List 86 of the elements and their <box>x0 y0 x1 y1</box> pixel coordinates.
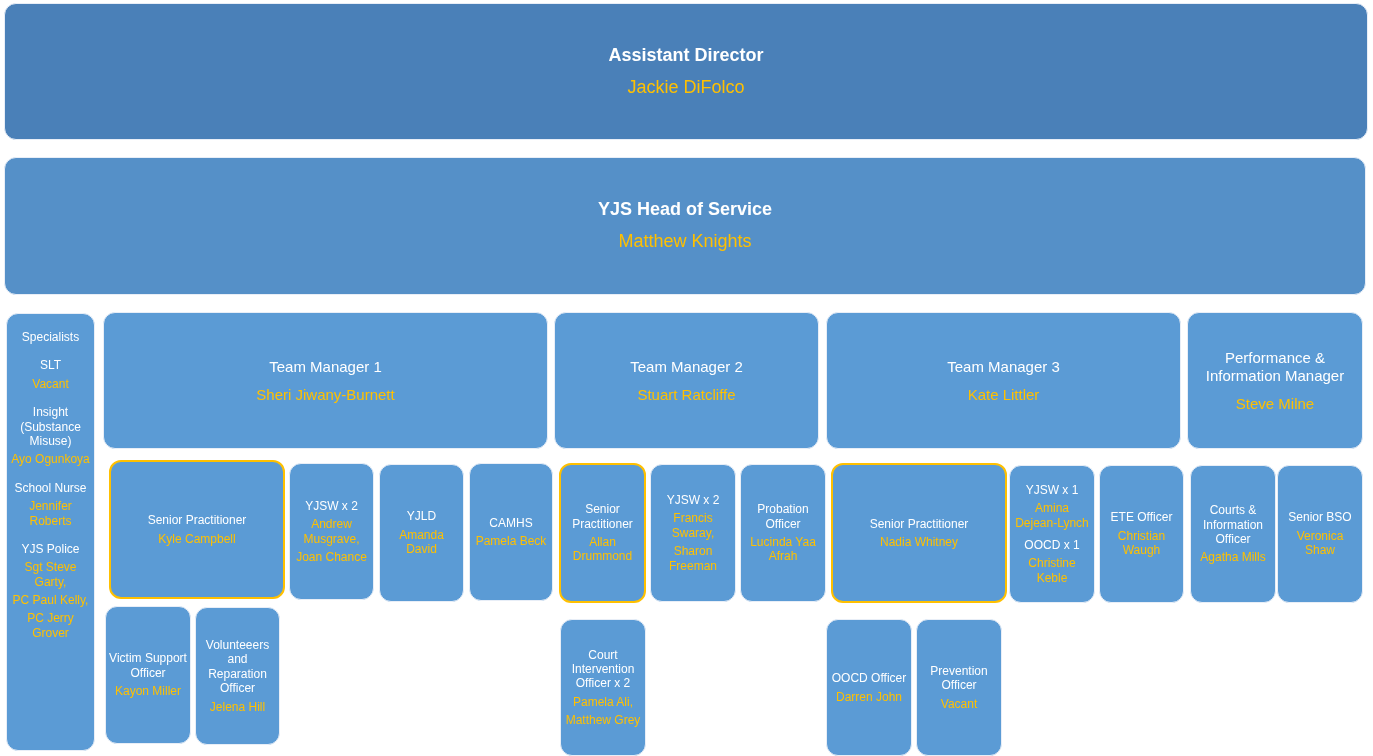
job-title: Assistant Director <box>608 44 764 67</box>
role-card <box>1099 465 1184 603</box>
role-card <box>740 464 826 602</box>
role-card <box>831 463 1007 603</box>
staff-name: Amina Dejean-Lynch <box>1014 501 1090 530</box>
role-card <box>560 619 646 756</box>
job-title: YJLD <box>406 509 437 524</box>
job-title: Court Intervention Officer x 2 <box>570 647 636 691</box>
staff-name: Kyle Campbell <box>158 531 236 546</box>
role-card <box>1277 465 1363 603</box>
job-title: YJS Head of Service <box>597 199 773 221</box>
role-card <box>1187 312 1363 449</box>
staff-name: Joan Chance <box>296 549 367 565</box>
staff-name: PC Paul Kelly, <box>12 593 89 608</box>
role-card <box>379 464 464 602</box>
job-title: Team Manager 1 <box>269 357 382 376</box>
role-card <box>469 463 553 601</box>
staff-name: Amanda David <box>398 527 445 557</box>
job-title: YJSW x 2 <box>666 493 720 508</box>
staff-name: Agatha Mills <box>1200 550 1266 565</box>
role-card <box>109 460 285 599</box>
job-title: OOCD Officer <box>831 671 907 686</box>
staff-name: Nadia Whitney <box>879 535 958 550</box>
staff-name: Stuart Ratcliffe <box>637 385 736 404</box>
staff-name: Lucinda Yaa Afrah <box>749 535 817 564</box>
role-card <box>1009 465 1095 603</box>
staff-name: Francis Swaray, <box>670 511 716 541</box>
role-card <box>103 312 548 449</box>
role-card <box>554 312 819 449</box>
staff-name: Steve Milne <box>1235 394 1315 413</box>
staff-name: Vacant <box>32 376 69 392</box>
role-card <box>650 464 736 602</box>
job-title: Senior Practitioner <box>571 502 634 531</box>
job-title: ETE Officer <box>1110 510 1173 525</box>
staff-name: Matthew Grey <box>565 713 641 728</box>
job-title: SLT <box>39 358 62 373</box>
staff-name: Sheri Jiwany-Burnett <box>256 385 395 404</box>
staff-name: Jennifer Roberts <box>28 499 73 528</box>
role-card <box>826 619 912 756</box>
staff-name: Vacant <box>940 696 978 712</box>
job-title: Prevention Officer <box>929 663 989 693</box>
staff-name: Veronica Shaw <box>1295 528 1345 558</box>
job-title: YJSW x 2 <box>305 498 358 514</box>
job-title: OOCD x 1 <box>1024 538 1080 553</box>
staff-name: Sharon Freeman <box>668 544 718 573</box>
staff-name: Allan Drummond <box>571 535 634 564</box>
job-title: Senior BSO <box>1288 510 1352 525</box>
role-card <box>1190 465 1276 603</box>
staff-name: PC Jerry Grover <box>26 611 75 641</box>
job-title: YJS Police <box>21 541 80 557</box>
role-card <box>6 313 95 751</box>
job-title: Probation Officer <box>756 502 810 531</box>
job-title: Courts & Information Officer <box>1202 503 1264 547</box>
job-title: Team Manager 3 <box>947 357 1060 376</box>
role-card <box>4 157 1366 295</box>
staff-name: Kate Littler <box>967 385 1040 404</box>
role-card <box>195 607 280 745</box>
job-title: Performance & Information Manager <box>1204 348 1346 385</box>
staff-name: Christine Keble <box>1027 556 1077 586</box>
job-title: Senior Practitioner <box>869 516 969 531</box>
staff-name: Matthew Knights <box>618 231 752 253</box>
staff-name: Pamela Beck <box>475 534 547 549</box>
staff-name: Jelena Hill <box>209 699 266 714</box>
role-card <box>105 606 191 744</box>
role-card <box>559 463 646 603</box>
staff-name: Andrew Musgrave, <box>302 517 361 546</box>
job-title: Senior Practitioner <box>147 513 247 528</box>
job-title: Volunteeers and Reparation Officer <box>204 638 271 696</box>
staff-name: Christian Waugh <box>1116 528 1167 558</box>
job-title: School Nurse <box>14 480 87 496</box>
role-card <box>916 619 1002 756</box>
staff-name: Darren John <box>835 689 902 704</box>
job-title: YJSW x 1 <box>1025 482 1079 498</box>
staff-name: Kayon Miller <box>115 684 181 699</box>
job-title: Victim Support Officer <box>109 651 187 681</box>
job-title: CAMHS <box>489 515 533 530</box>
role-card <box>289 463 374 600</box>
role-card <box>826 312 1181 449</box>
job-title: Team Manager 2 <box>630 357 743 376</box>
staff-name: Pamela Ali, <box>573 694 633 710</box>
job-title: Insight (Substance Misuse) <box>19 405 82 449</box>
staff-name: Jackie DiFolco <box>627 76 745 99</box>
role-card <box>4 3 1368 140</box>
staff-name: Sgt Steve Garty, <box>23 560 78 590</box>
job-title: Specialists <box>21 330 80 345</box>
staff-name: Ayo Ogunkoya <box>11 452 90 467</box>
